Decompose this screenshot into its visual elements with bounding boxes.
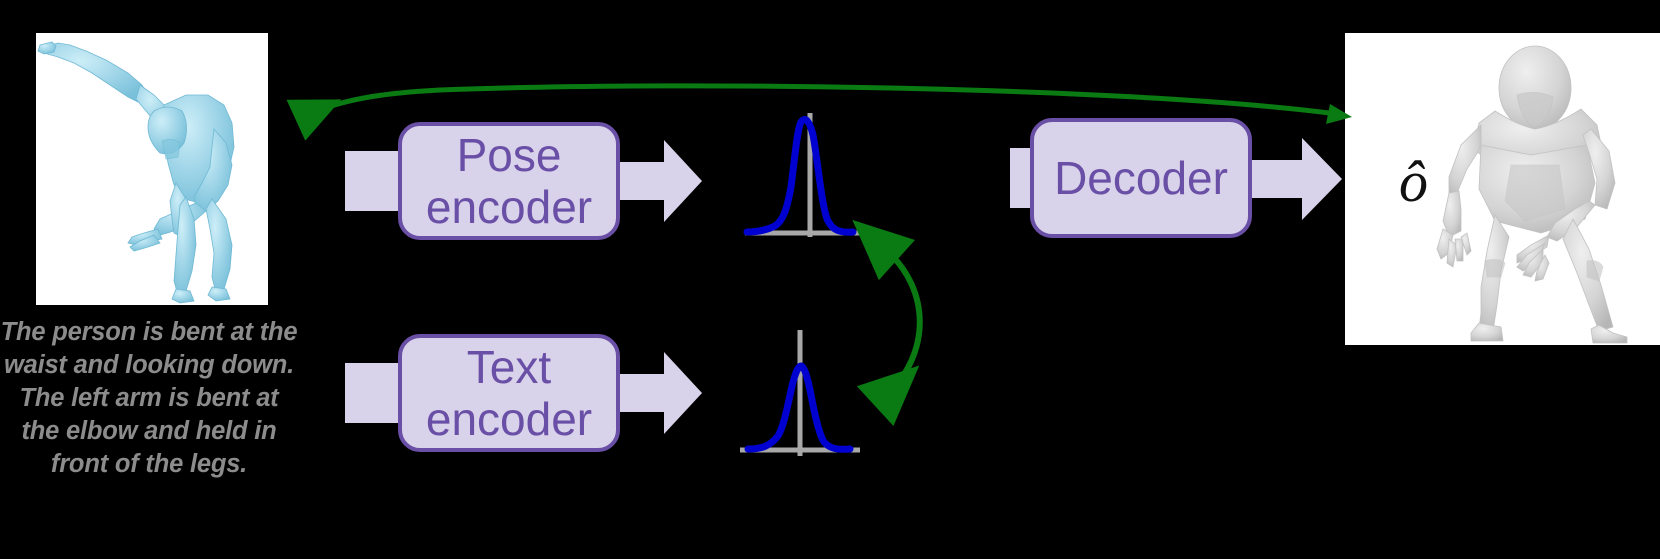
decoder-box[interactable]: Decoder [1030, 118, 1252, 238]
text-latent-distribution [740, 330, 860, 456]
text-input-flow-stub [345, 363, 405, 423]
input-text-caption: The person is bent at the waist and look… [0, 318, 298, 478]
decoder-output-arrow [1250, 138, 1342, 220]
decoder-label: Decoder [1054, 152, 1228, 204]
pose-input-flow-stub [345, 151, 405, 211]
pose-latent-distribution [743, 113, 863, 237]
text-encoder-label-line2: encoder [425, 393, 593, 445]
output-pose-symbol: ô [1399, 149, 1428, 214]
pose-encoder-label-line2: encoder [425, 181, 593, 233]
text-encoder-label: Text encoder [426, 341, 592, 445]
output-pose-image-panel [1345, 33, 1660, 345]
text-encoder-output-arrow [618, 352, 702, 434]
distribution-alignment-arrow [852, 219, 923, 426]
text-encoder-label-line1: Text [466, 341, 552, 393]
pose-encoder-label-line1: Pose [456, 129, 562, 181]
pose-encoder-output-arrow [618, 140, 702, 222]
pose-encoder-label: Pose encoder [426, 129, 592, 233]
text-encoder-box[interactable]: Text encoder [398, 334, 620, 452]
reconstructed-pose-mesh [1436, 45, 1628, 344]
input-pose-mesh [37, 41, 235, 304]
pose-encoder-box[interactable]: Pose encoder [398, 122, 620, 240]
input-pose-image-panel [36, 33, 268, 305]
